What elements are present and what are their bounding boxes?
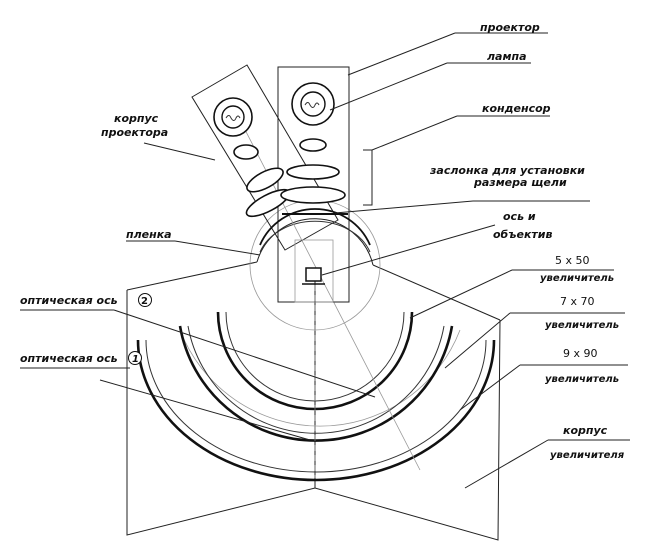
label-projector: проектор <box>480 21 540 34</box>
label-projector-body-1: корпус <box>114 112 159 125</box>
label-magnifier-body-2: увеличителя <box>550 450 625 461</box>
label-axis-1-num: 1 <box>132 354 139 365</box>
label-optical-axis-2: оптическая ось <box>20 294 118 307</box>
label-size-5x5: 5 x 50 <box>555 254 590 267</box>
condenser-lenses <box>233 138 348 218</box>
label-size-9x9: 9 x 90 <box>563 347 598 360</box>
label-lamp: лампа <box>487 50 527 63</box>
projector-housing-straight <box>277 66 350 303</box>
label-axis-2-num: 2 <box>141 296 148 307</box>
magnifier-arcs <box>136 311 496 482</box>
label-shutter-1: заслонка для установки <box>429 164 585 177</box>
objective-icon <box>302 267 325 285</box>
label-magnifier-2: увеличитель <box>545 320 619 331</box>
label-magnifier-1: увеличитель <box>540 273 614 284</box>
label-axis-lens-2: объектив <box>493 228 553 241</box>
label-projector-body-2: проектора <box>101 126 168 139</box>
film-strip <box>259 208 371 246</box>
label-condenser: конденсор <box>482 102 551 115</box>
label-magnifier-body-1: корпус <box>563 424 608 437</box>
label-shutter-2: размера щели <box>473 176 567 189</box>
label-axis-lens-1: ось и <box>503 210 536 223</box>
lamp-icon <box>213 82 335 137</box>
label-size-7x7: 7 x 70 <box>560 295 595 308</box>
leader-lines <box>20 32 630 489</box>
label-optical-axis-1: оптическая ось <box>20 352 118 365</box>
label-magnifier-3: увеличитель <box>545 374 619 385</box>
projector-housing-tilted <box>191 64 339 251</box>
label-film: пленка <box>126 228 172 241</box>
magnifier-housing <box>126 218 501 541</box>
